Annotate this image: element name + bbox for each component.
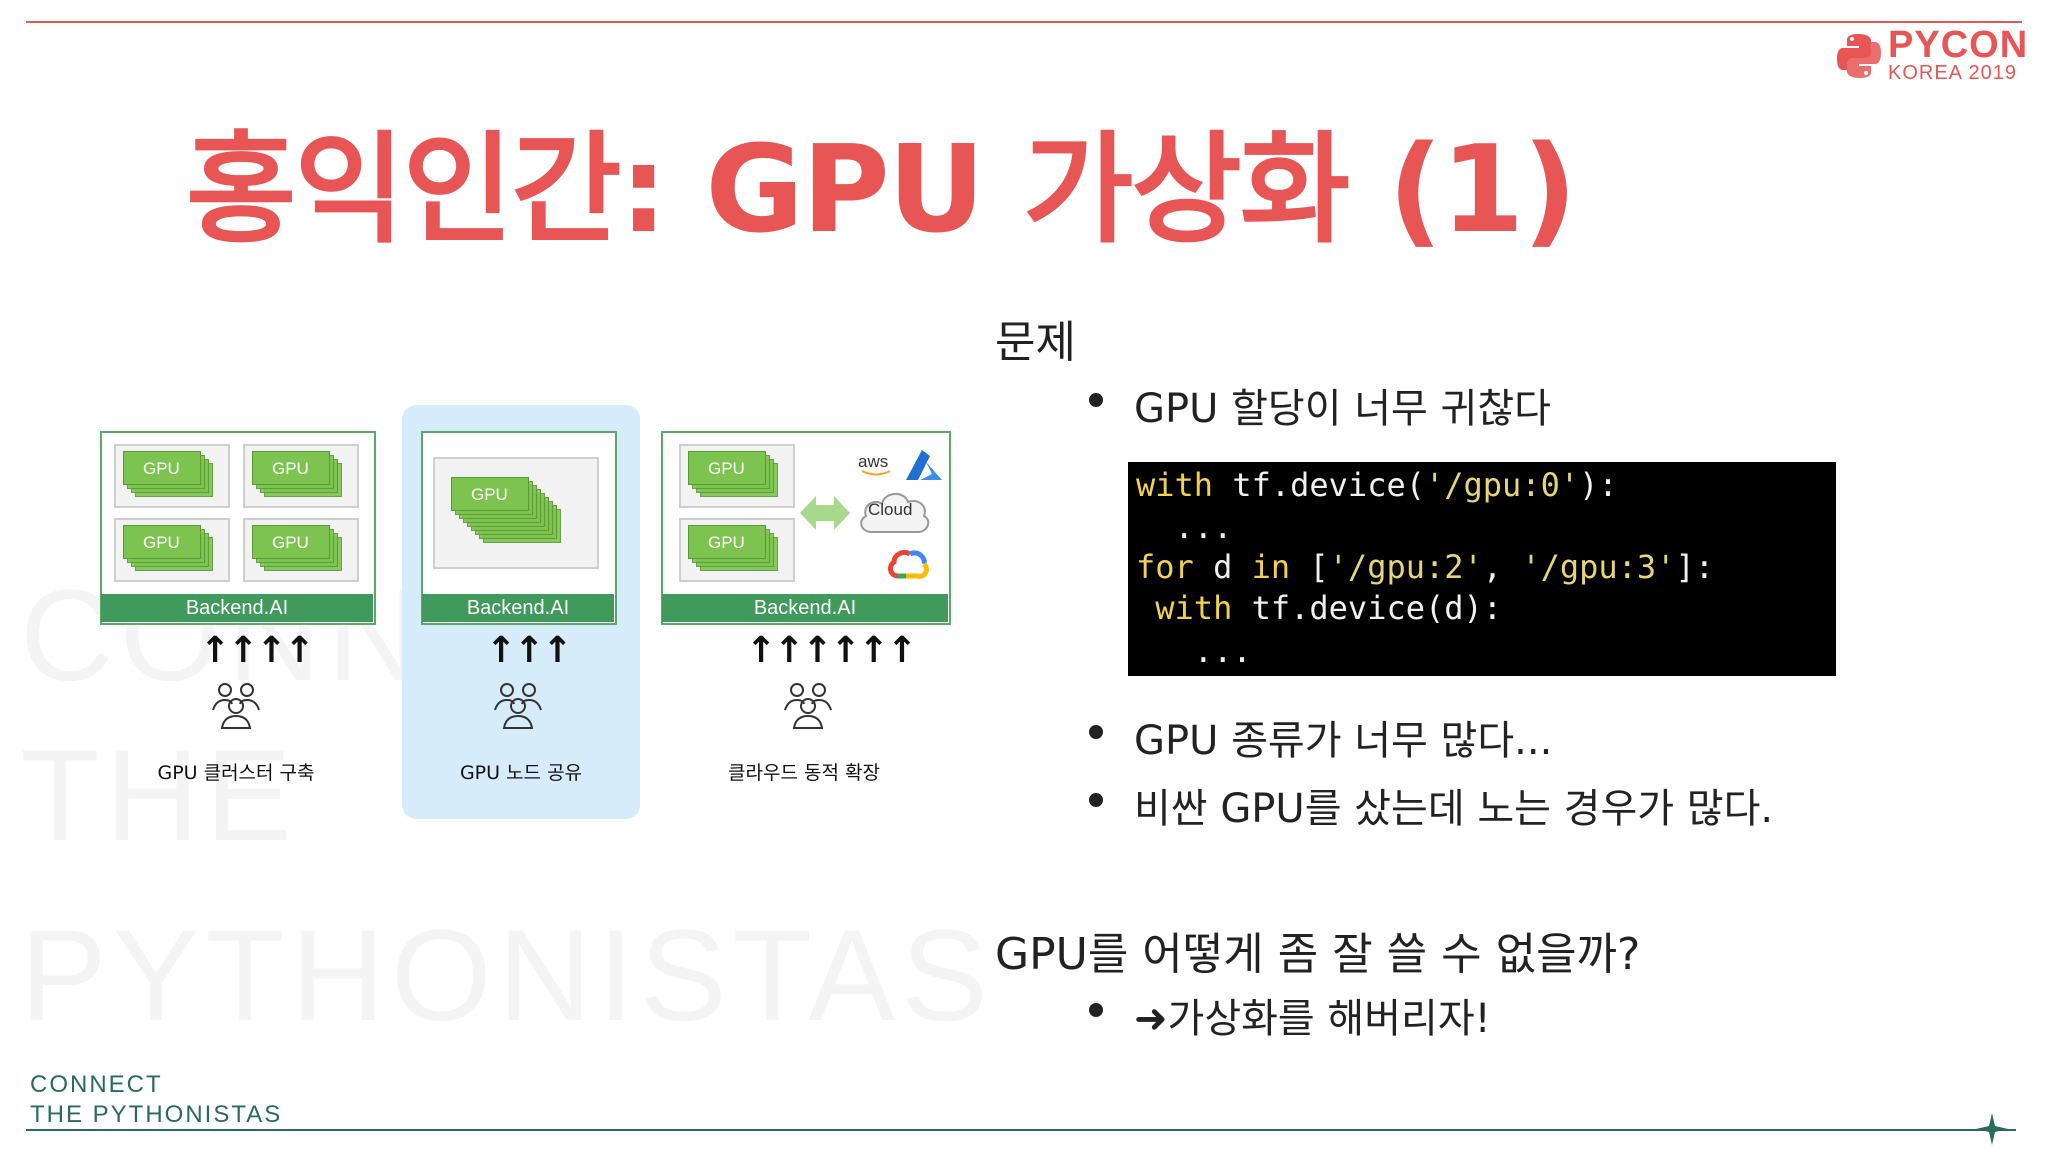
code-text: ): xyxy=(1579,466,1618,504)
bullet-dot xyxy=(1089,393,1103,407)
gpu-card xyxy=(252,525,330,559)
users-group-icon xyxy=(212,683,260,729)
code-line-2: ... xyxy=(1136,508,1233,546)
code-line-4: with tf.device(d): xyxy=(1136,589,1502,627)
top-rule xyxy=(26,21,2022,23)
gpu-label: GPU xyxy=(143,459,180,478)
caption-shared-node: GPU 노드 공유 xyxy=(459,762,583,784)
code-keyword: with xyxy=(1136,466,1214,504)
gpu-card xyxy=(688,525,766,559)
python-logo-icon xyxy=(1837,34,1881,78)
bullet-3: 비싼 GPU를 샀는데 노는 경우가 많다. xyxy=(1134,786,1774,832)
code-block: with tf.device('/gpu:0'): ... for d in [… xyxy=(1128,462,1836,676)
code-line-5: ... xyxy=(1136,632,1252,670)
watermark-line3: PYTHONISTAS xyxy=(20,902,994,1048)
gpu-card xyxy=(451,477,529,511)
question-heading: GPU를 어떻게 좀 잘 쓸 수 없을까? xyxy=(995,929,1641,980)
bullet-2: GPU 종류가 너무 많다... xyxy=(1134,718,1553,764)
code-string: '/gpu:0' xyxy=(1424,466,1580,504)
backend-label: Backend.AI xyxy=(662,594,948,622)
code-string: '/gpu:3' xyxy=(1521,548,1676,586)
gpu-card xyxy=(123,525,201,559)
bullet-dot xyxy=(1089,1003,1103,1017)
code-text: tf.device(d): xyxy=(1232,589,1503,627)
caption-cluster: GPU 클러스터 구축 xyxy=(157,762,315,784)
code-keyword: with xyxy=(1136,589,1233,627)
users-group-icon xyxy=(784,683,832,729)
up-arrows-icon: ↑↑↑ xyxy=(486,630,572,671)
code-text: ]: xyxy=(1675,548,1714,586)
code-text: , xyxy=(1482,548,1522,586)
bullet-dot xyxy=(1089,725,1103,739)
double-arrow-icon xyxy=(800,496,850,530)
code-line-3: for d in ['/gpu:2', '/gpu:3']: xyxy=(1136,548,1714,586)
code-text: [ xyxy=(1290,548,1329,586)
footer-line-2: THE PYTHONISTAS xyxy=(30,1101,283,1128)
pycon-logo-text: PYCON xyxy=(1888,24,2029,66)
up-arrows-icon: ↑↑↑↑↑↑ xyxy=(746,630,917,671)
code-text: d xyxy=(1193,548,1252,586)
bottom-rule xyxy=(26,1129,2016,1131)
gpu-card xyxy=(252,451,330,485)
pycon-logo-subtext: KOREA 2019 xyxy=(1888,62,2017,84)
gpu-label: GPU xyxy=(272,533,309,552)
problem-heading: 문제 xyxy=(995,317,1076,368)
bullet-dot xyxy=(1089,793,1103,807)
backend-label: Backend.AI xyxy=(101,594,373,622)
aws-smile-icon xyxy=(861,470,891,476)
sparkle-icon xyxy=(1976,1113,2008,1145)
aws-logo-icon: aws xyxy=(858,452,889,471)
code-keyword: in xyxy=(1251,548,1291,586)
slide-title: 홍익인간: GPU 가상화 (1) xyxy=(186,121,1577,260)
footer-slogan: CONNECT THE PYTHONISTAS xyxy=(30,1070,282,1130)
code-text: tf.device( xyxy=(1213,466,1425,504)
code-string: '/gpu:2' xyxy=(1328,548,1483,586)
gpu-card xyxy=(123,451,201,485)
gpu-label: GPU xyxy=(471,485,508,504)
gpu-label: GPU xyxy=(708,533,745,552)
gpu-label: GPU xyxy=(143,533,180,552)
code-keyword: for xyxy=(1136,548,1194,586)
gpu-card xyxy=(688,451,766,485)
azure-logo-icon xyxy=(906,450,942,480)
cloud-icon xyxy=(860,493,930,533)
code-line-1: with tf.device('/gpu:0'): xyxy=(1136,466,1618,504)
backend-label: Backend.AI xyxy=(422,594,614,622)
bullet-1: GPU 할당이 너무 귀찮다 xyxy=(1134,386,1551,432)
gpu-label: GPU xyxy=(272,459,309,478)
cloud-label: Cloud xyxy=(868,500,913,519)
watermark-line2: THE xyxy=(20,722,298,868)
gpu-label: GPU xyxy=(708,459,745,478)
footer-line-1: CONNECT xyxy=(30,1071,163,1098)
caption-cloud: 클라우드 동적 확장 xyxy=(728,762,880,784)
up-arrows-icon: ↑↑↑↑ xyxy=(200,630,315,671)
answer-bullet: ➜가상화를 해버리자! xyxy=(1134,996,1491,1042)
google-cloud-icon xyxy=(888,549,929,579)
users-group-icon xyxy=(494,683,542,729)
